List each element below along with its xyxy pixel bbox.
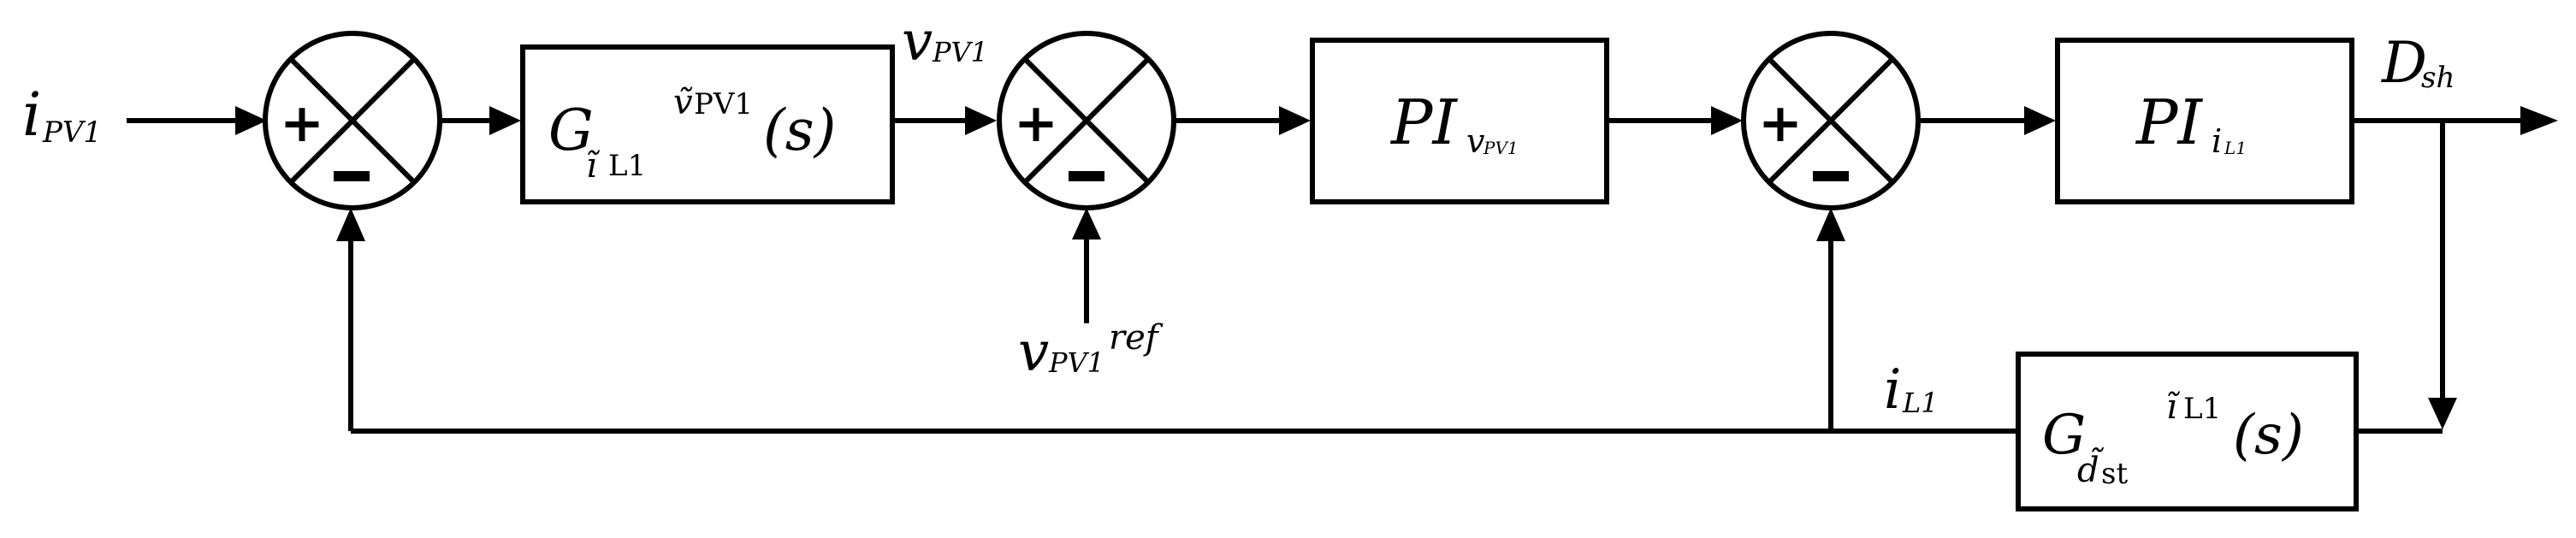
svg-text:PV1: PV1 <box>932 36 988 68</box>
input-label-ipv1: i PV1 <box>22 80 102 150</box>
svg-text:ĩ: ĩ <box>586 146 601 186</box>
output-label-dsh: D sh <box>2381 30 2455 96</box>
ref-label-vpv1-ref: v PV1 ref <box>1018 318 1164 384</box>
svg-text:i: i <box>22 80 41 150</box>
minus-sign-2 <box>1069 171 1104 181</box>
summing-junction-2: + <box>997 31 1176 210</box>
signal-label-vpv1: v PV1 <box>902 10 988 74</box>
svg-text:(s): (s) <box>2233 404 2304 467</box>
svg-text:G: G <box>548 98 594 163</box>
svg-text:st: st <box>2101 457 2128 491</box>
svg-text:D: D <box>2381 30 2427 96</box>
svg-text:PI: PI <box>1389 86 1458 158</box>
svg-text:ṽ: ṽ <box>673 83 693 122</box>
svg-text:PV1: PV1 <box>1483 138 1519 158</box>
svg-text:L1: L1 <box>1902 387 1939 419</box>
transfer-block-g-dst-il1: G d̃ st ĩ L1 (s) <box>2016 352 2359 511</box>
feedback-arrow-to-sum3 <box>1816 208 1845 431</box>
svg-text:v: v <box>1018 321 1049 384</box>
minus-sign-3 <box>1813 171 1849 181</box>
svg-text:ĩ: ĩ <box>2166 387 2181 427</box>
svg-text:G: G <box>2042 404 2086 467</box>
feedback-label-il1: i L1 <box>1884 358 1939 422</box>
pi-voltage-controller-block: PI v PV1 <box>1310 38 1609 204</box>
svg-text:PV1: PV1 <box>1048 346 1104 379</box>
svg-text:v: v <box>902 10 933 74</box>
input-arrow <box>127 106 267 135</box>
output-takeoff-down-arrow <box>2428 121 2457 429</box>
minus-sign-1 <box>334 171 370 181</box>
transfer-block-g-il1-vpv1: G ĩ L1 ṽ PV1 (s) <box>520 44 895 204</box>
arrow-sum2-to-pi-v <box>1174 106 1311 135</box>
pi-current-controller-block: PI i L1 <box>2055 38 2354 204</box>
summing-junction-3: + <box>1741 31 1921 210</box>
svg-text:i: i <box>2212 122 2222 160</box>
svg-text:(s): (s) <box>763 98 836 163</box>
arrow-gblock-to-sum2 <box>892 106 997 135</box>
output-arrow <box>2352 106 2558 135</box>
svg-text:PV1: PV1 <box>694 87 753 121</box>
arrow-sum1-to-gblock <box>440 106 521 135</box>
svg-text:L1: L1 <box>608 149 646 183</box>
arrow-sum3-to-pi-i <box>1918 106 2056 135</box>
feedback-arrow-to-sum1 <box>336 208 365 431</box>
svg-text:sh: sh <box>2421 61 2455 95</box>
svg-text:PV1: PV1 <box>42 115 102 150</box>
svg-text:v: v <box>1466 122 1485 160</box>
ref-arrow-vpv1 <box>1072 208 1101 323</box>
svg-text:PI: PI <box>2135 86 2203 158</box>
plus-sign-1: + <box>280 92 324 154</box>
plus-sign-3: + <box>1758 92 1803 154</box>
svg-text:L1: L1 <box>2224 138 2247 158</box>
svg-text:i: i <box>1884 358 1901 422</box>
svg-text:L1: L1 <box>2183 392 2221 426</box>
summing-junction-1: + <box>263 31 442 210</box>
svg-text:ref: ref <box>1109 318 1164 358</box>
plus-sign-2: + <box>1014 92 1058 154</box>
arrow-pi-v-to-sum3 <box>1607 106 1743 135</box>
